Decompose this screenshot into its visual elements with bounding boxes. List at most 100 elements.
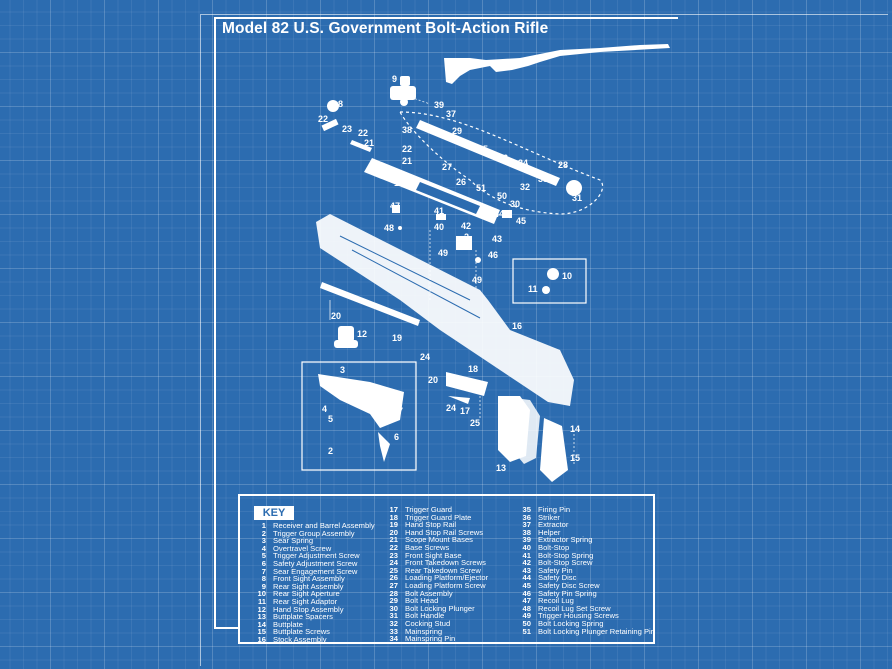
key-part-description: Recoil Lug [538, 596, 574, 606]
key-part-number: 21 [389, 535, 398, 545]
key-part-number: 38 [522, 527, 531, 537]
key-row: 40 Bolt-Stop [517, 544, 655, 552]
key-part-description: Trigger Housing Screws [538, 611, 619, 621]
outer-frame [200, 14, 888, 666]
key-part-description: Helper [538, 527, 561, 537]
key-row: 23 Front Sight Base [384, 550, 488, 560]
key-part-number: 28 [389, 588, 398, 598]
callout-49a: 49 [438, 248, 448, 258]
callout-2b: 2 [328, 446, 333, 456]
callout-42: 42 [461, 221, 471, 231]
rifle-silhouette [444, 44, 670, 84]
callout-10: 10 [562, 271, 572, 281]
key-part-number: 3 [261, 536, 266, 546]
key-part-description: Bolt-Stop [538, 542, 570, 552]
callout-47: 47 [390, 201, 400, 211]
key-part-number: 32 [389, 618, 398, 628]
key-part-number: 43 [522, 565, 531, 575]
key-part-description: Rear Sight Assembly [273, 581, 344, 591]
callout-34: 34 [518, 158, 528, 168]
callout-37: 37 [446, 109, 456, 119]
key-part-description: Sear Engagement Screw [273, 566, 358, 576]
callout-20a: 20 [331, 311, 341, 321]
callout-21a: 21 [364, 138, 374, 148]
key-part-description: Front Sight Base [405, 550, 462, 560]
key-part-number: 14 [257, 619, 266, 629]
callout-3: 3 [340, 365, 345, 375]
key-part-number: 50 [522, 618, 531, 628]
key-part-description: Receiver and Barrel Assembly [273, 521, 375, 530]
callout-28: 28 [558, 160, 568, 170]
key-part-description: Safety Disc [538, 573, 577, 583]
key-part-description: Recoil Lug Set Screw [538, 603, 611, 613]
callout-22b: 22 [358, 128, 368, 138]
key-part-number: 25 [389, 565, 398, 575]
key-part-number: 39 [522, 535, 531, 545]
key-part-number: 23 [389, 550, 398, 560]
callout-7: 7 [398, 406, 403, 416]
key-part-number: 46 [522, 588, 531, 598]
key-part-description: Cocking Stud [405, 618, 451, 628]
callout-38: 38 [402, 125, 412, 135]
frame-left-rule [214, 18, 216, 628]
key-part-description: Bolt Locking Spring [538, 618, 604, 628]
trigger-group-part [318, 374, 404, 462]
bolt-assembly-part [398, 111, 604, 215]
key-part-number: 7 [261, 566, 266, 576]
key-part-description: Buttplate [273, 619, 303, 629]
key-part-number: 16 [257, 634, 266, 644]
callout-45: 45 [516, 216, 526, 226]
callout-44: 44 [494, 209, 504, 219]
callout-27: 27 [442, 162, 452, 172]
callout-29: 29 [452, 126, 462, 136]
callout-13: 13 [496, 463, 506, 473]
callout-8: 8 [338, 99, 343, 109]
callout-17: 17 [460, 406, 470, 416]
key-part-number: 40 [522, 542, 531, 552]
page-title: Model 82 U.S. Government Bolt-Action Rif… [222, 20, 549, 37]
callout-49b: 49 [472, 275, 482, 285]
callout-26: 26 [456, 177, 466, 187]
key-row: 50 Bolt Locking Spring [517, 620, 655, 628]
callout-12: 12 [357, 329, 367, 339]
small-parts [392, 205, 512, 263]
key-part-number: 37 [522, 520, 531, 530]
callout-23: 23 [342, 124, 352, 134]
callout-39: 39 [434, 100, 444, 110]
key-part-description: Bolt Handle [405, 611, 445, 621]
key-row: 14 Buttplate [252, 621, 375, 629]
callout-30: 30 [510, 199, 520, 209]
callout-9: 9 [392, 74, 397, 84]
callout-24a: 24 [420, 352, 430, 362]
key-part-number: 44 [522, 573, 531, 583]
callout-22c: 22 [402, 144, 412, 154]
callout-18: 18 [468, 364, 478, 374]
key-part-number: 49 [522, 611, 531, 621]
key-part-number: 2 [261, 528, 266, 538]
key-part-description: Front Sight Assembly [273, 574, 345, 584]
key-part-description: Mainspring [405, 626, 443, 636]
front-sight-part [321, 100, 339, 132]
key-part-number: 45 [522, 580, 531, 590]
callout-19: 19 [392, 333, 402, 343]
key-part-description: Stock Assembly [273, 634, 327, 644]
key-row: 32 Cocking Stud [384, 620, 488, 628]
callout-2a: 2 [464, 232, 469, 242]
trigger-guard-part [446, 372, 488, 404]
key-part-description: Buttplate Screws [273, 627, 330, 637]
key-part-description: Safety Adjustment Screw [273, 558, 358, 568]
callout-15: 15 [570, 453, 580, 463]
